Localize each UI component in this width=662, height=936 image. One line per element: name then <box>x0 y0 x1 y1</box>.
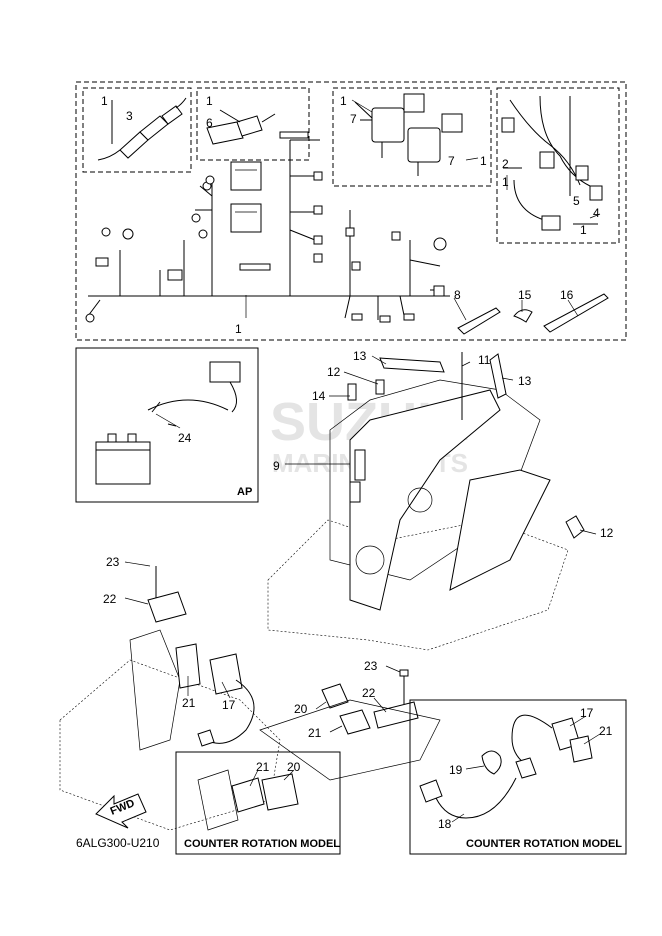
callout-20a: 20 <box>294 702 308 716</box>
callout-1c: 1 <box>340 94 347 108</box>
catalog-code: 6ALG300-U210 <box>76 836 160 850</box>
engine-assembly-drawing <box>267 352 585 651</box>
battery-drawing <box>95 441 151 485</box>
battery-lead-drawing <box>147 399 229 411</box>
harness-group-frame <box>75 81 627 341</box>
callout-12b: 12 <box>600 526 614 540</box>
callout-numbers: 1 3 1 6 1 7 7 1 2 1 5 4 1 1 8 15 16 13 1… <box>101 94 614 831</box>
callout-20b: 20 <box>287 760 301 774</box>
callout-1e: 1 <box>502 175 509 189</box>
callout-1g: 1 <box>235 322 242 336</box>
callout-12a: 12 <box>327 365 341 379</box>
ap-inset: AP <box>75 347 259 503</box>
grommet-13b-drawing <box>489 353 507 399</box>
ap-inset-frame <box>75 347 259 503</box>
callout-1f: 1 <box>580 223 587 237</box>
callout-6: 6 <box>206 116 213 130</box>
callout-22b: 22 <box>362 686 376 700</box>
sub-harness-drawing <box>501 95 603 231</box>
wiring-harness-group <box>75 81 627 341</box>
counter-rotation-left-inset: COUNTER ROTATION MODEL <box>175 751 341 855</box>
counter-left-frame <box>175 751 341 855</box>
callout-21d: 21 <box>599 724 613 738</box>
connector-6-drawing <box>206 109 276 145</box>
callout-1a: 1 <box>101 94 108 108</box>
callout-7b: 7 <box>448 154 455 168</box>
counter-right-caption: COUNTER ROTATION MODEL <box>466 838 622 850</box>
callout-19: 19 <box>449 763 463 777</box>
connector-3-drawing <box>97 97 187 161</box>
callout-21b: 21 <box>308 726 322 740</box>
callout-11: 11 <box>478 353 491 367</box>
callout-22a: 22 <box>103 592 117 606</box>
callout-2: 2 <box>502 157 509 171</box>
callout-23b: 23 <box>364 659 378 673</box>
grommet-13a-drawing <box>379 357 445 373</box>
callout-24: 24 <box>178 431 192 445</box>
fwd-arrow: FWD <box>95 793 147 829</box>
callout-23a: 23 <box>106 555 120 569</box>
callout-1d: 1 <box>480 154 487 168</box>
callout-17b: 17 <box>580 706 594 720</box>
counter-right-frame <box>409 699 627 855</box>
connector-6-detail-frame <box>196 87 310 161</box>
callout-13b: 13 <box>518 374 532 388</box>
callout-21a: 21 <box>182 696 196 710</box>
callout-17a: 17 <box>222 698 236 712</box>
main-harness-drawing <box>85 131 450 323</box>
callout-3: 3 <box>126 109 133 123</box>
callout-8: 8 <box>454 288 461 302</box>
cable-ties-drawing <box>457 293 609 335</box>
relay-7-drawing <box>354 93 463 176</box>
counter-rotation-right-inset: COUNTER ROTATION MODEL <box>409 699 627 855</box>
callout-16: 16 <box>560 288 574 302</box>
callout-5: 5 <box>573 194 580 208</box>
callout-4: 4 <box>593 206 600 220</box>
callout-9: 9 <box>273 459 280 473</box>
counter-left-caption: COUNTER ROTATION MODEL <box>184 838 340 850</box>
lower-left-assembly-drawing: FWD <box>59 566 281 831</box>
callout-21c: 21 <box>256 760 270 774</box>
ap-inset-label: AP <box>237 486 252 498</box>
callout-14: 14 <box>312 389 326 403</box>
callout-7a: 7 <box>350 112 357 126</box>
lower-center-parts-drawing <box>259 669 441 781</box>
callout-15: 15 <box>518 288 532 302</box>
sub-harness-detail-frame <box>496 87 620 244</box>
callout-13a: 13 <box>353 349 367 363</box>
callout-18: 18 <box>438 817 452 831</box>
callout-1b: 1 <box>206 94 213 108</box>
leader-lines <box>124 99 601 823</box>
